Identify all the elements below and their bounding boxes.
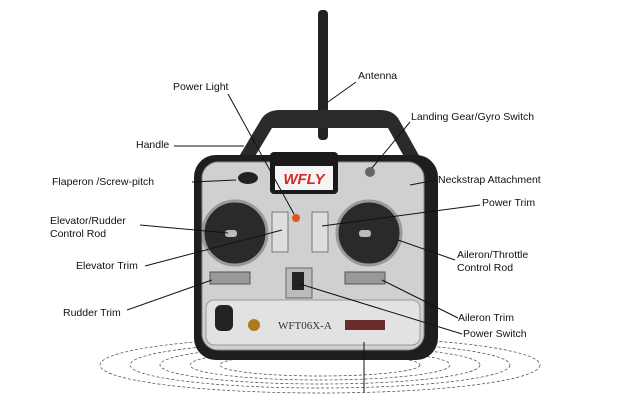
label-aileron-trim: Aileron Trim — [458, 312, 515, 324]
label-line: Control Rod — [50, 228, 107, 240]
handle — [228, 110, 430, 178]
lower-panel — [205, 299, 421, 346]
label-handle: Handle — [136, 139, 170, 151]
label-power-trim: Power Trim — [482, 197, 536, 209]
label-line: Control Rod — [457, 262, 514, 274]
left-trim-slider — [209, 271, 251, 285]
channel-switches — [345, 320, 385, 330]
label-elevator-trim: Elevator Trim — [76, 260, 138, 272]
label-power-light: Power Light — [173, 81, 229, 93]
antenna — [318, 10, 328, 140]
label-power-switch: Power Switch — [463, 328, 527, 340]
label-antenna: Antenna — [358, 70, 398, 82]
leader-lines — [126, 81, 481, 392]
model-text: WFT06X-A — [278, 320, 332, 332]
right-center-trim — [311, 211, 329, 253]
flaperon-switch — [238, 172, 258, 184]
landing-gear-switch — [365, 167, 375, 177]
label-line: Elevator/Rudder — [50, 215, 126, 227]
label-neckstrap: Neckstrap Attachment — [438, 174, 541, 186]
left-center-trim — [271, 211, 289, 253]
wfly-logo: WFLY — [283, 171, 326, 188]
label-rudder-trim: Rudder Trim — [63, 307, 121, 319]
power-light — [292, 214, 300, 222]
label-flaperon: Flaperon /Screw-pitch — [52, 176, 155, 188]
power-switch — [215, 305, 233, 331]
label-line: Aileron/Throttle — [457, 249, 529, 261]
right-trim-slider — [344, 271, 386, 285]
label-landing-gear-gyro-switch: Landing Gear/Gyro Switch — [411, 111, 535, 123]
